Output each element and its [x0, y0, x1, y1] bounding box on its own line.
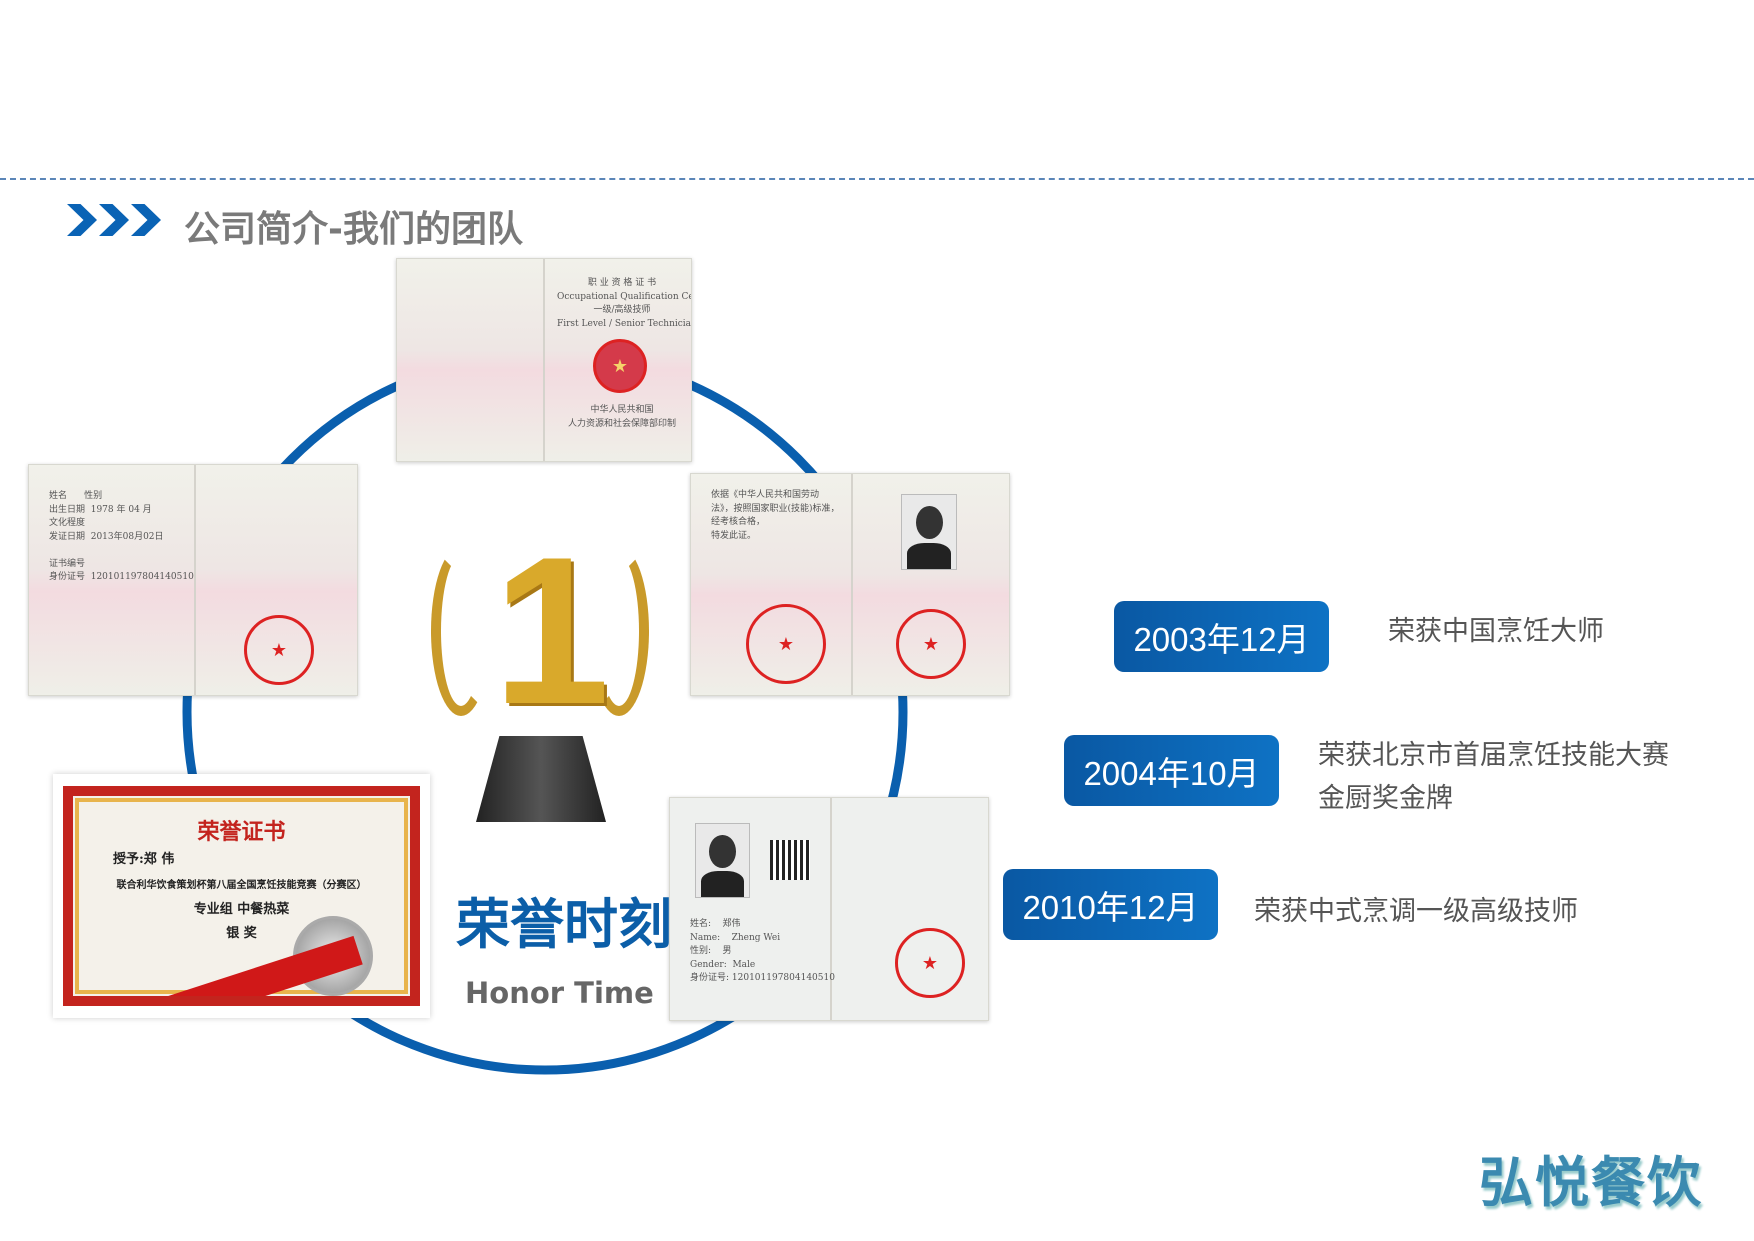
date-badge: 2004年10月	[1064, 735, 1279, 806]
trophy-number: 1	[493, 513, 610, 748]
trophy-icon: 1	[431, 526, 649, 822]
dashed-divider	[0, 178, 1754, 180]
seal-icon: ★	[896, 609, 966, 679]
timeline-text: 荣获中国烹饪大师	[1388, 616, 1604, 647]
seal-icon: ★	[244, 615, 314, 685]
certificate-left: 姓名 性别 出生日期 1978 年 04 月 文化程度 发证日期 2013年08…	[28, 464, 358, 696]
certificate-text: 姓名: 郑伟 Name: Zheng Wei 性别: 男 Gender: Mal…	[690, 919, 835, 983]
timeline-text: 荣获中式烹调一级高级技师	[1254, 896, 1578, 927]
emblem-icon: ★	[593, 339, 647, 393]
qr-code-icon	[770, 840, 810, 880]
company-logo: 弘悦餐饮	[1479, 1150, 1703, 1214]
seal-icon: ★	[895, 928, 965, 998]
honor-recipient: 授予:郑 伟	[113, 852, 175, 867]
certificate-text: 依据《中华人民共和国劳动 法》，按照国家职业(技能)标准， 经考核合格， 特发此…	[711, 490, 840, 541]
honor-title-cn: 荣誉时刻	[456, 893, 672, 956]
triple-chevron-right-icon	[67, 204, 161, 236]
certificate-footer: 中华人民共和国 人力资源和社会保障部印制	[567, 405, 676, 429]
certificate-text: 职 业 资 格 证 书 Occupational Qualification C…	[557, 278, 692, 329]
page-title: 公司简介-我们的团队	[184, 209, 523, 250]
timeline-text: 金厨奖金牌	[1318, 783, 1453, 814]
date-badge: 2003年12月	[1114, 601, 1329, 672]
id-photo	[695, 823, 750, 898]
honor-certificate-photo: 荣誉证书 授予:郑 伟 联合利华饮食策划杯第八届全国烹饪技能竞赛（分赛区） 专业…	[53, 774, 430, 1018]
honor-group: 专业组 中餐热菜	[193, 902, 290, 917]
seal-icon: ★	[746, 604, 826, 684]
honor-award: 银 奖	[226, 926, 257, 941]
id-photo	[901, 494, 957, 570]
date-badge: 2010年12月	[1003, 869, 1218, 940]
certificate-bottom: 姓名: 郑伟 Name: Zheng Wei 性别: 男 Gender: Mal…	[669, 797, 989, 1021]
timeline-text: 荣获北京市首届烹饪技能大赛	[1318, 740, 1669, 771]
honor-heading: 荣誉证书	[197, 819, 286, 845]
certificate-text: 姓名 性别 出生日期 1978 年 04 月 文化程度 发证日期 2013年08…	[49, 491, 194, 582]
honor-title-en: Honor Time	[465, 976, 654, 1010]
honor-event: 联合利华饮食策划杯第八届全国烹饪技能竞赛（分赛区）	[116, 880, 367, 891]
certificate-right: 依据《中华人民共和国劳动 法》，按照国家职业(技能)标准， 经考核合格， 特发此…	[690, 473, 1010, 696]
certificate-top: 职 业 资 格 证 书 Occupational Qualification C…	[396, 258, 692, 462]
